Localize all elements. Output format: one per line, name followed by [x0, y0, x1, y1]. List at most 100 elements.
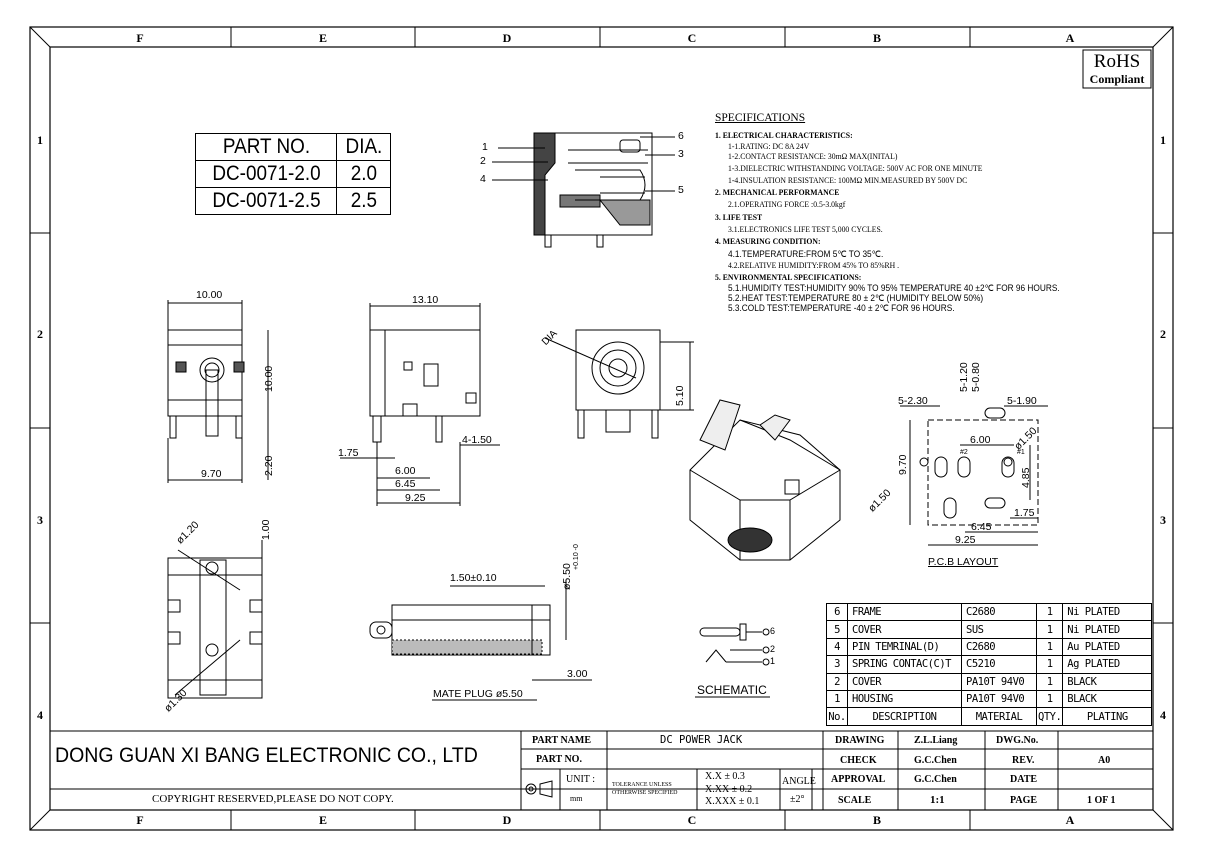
dim-pcb-925: 9.25	[955, 534, 976, 546]
zone-col-bottom-3: D	[502, 813, 512, 827]
dim-side-925: 9.25	[405, 492, 426, 504]
bom-header-desc: DESCRIPTION	[847, 707, 962, 726]
angle-label: ANGLE	[782, 776, 816, 787]
spec-line: 4.1.TEMPERATURE:FROM 5℃ TO 35℃.	[728, 249, 884, 259]
table-row: 6 FRAME C2680 1 Ni PLATED	[826, 602, 1153, 622]
dim-pcb-5-230: 5-2.30	[898, 395, 928, 407]
tolerance-1: X.X ± 0.3	[705, 771, 745, 782]
bom-qty: 1	[1035, 655, 1064, 674]
zone-col-top-1: F	[136, 31, 144, 45]
drawing-label: DRAWING	[835, 735, 885, 746]
bom-plating: BLACK	[1062, 672, 1153, 691]
dim-pcb-970: 9.70	[897, 454, 909, 475]
rev-value: A0	[1098, 755, 1111, 766]
bom-desc: HOUSING	[847, 689, 962, 709]
dim-pcb-5-190: 5-1.90	[1007, 395, 1037, 407]
unit-value: mm	[570, 794, 583, 803]
part-table-cell: DC-0071-2.5	[202, 187, 330, 215]
part-name-value: DC POWER JACK	[660, 734, 743, 746]
callout-6: 6	[678, 130, 684, 142]
bom-qty: 1	[1035, 602, 1064, 622]
bom-no: 4	[826, 637, 848, 657]
spec-line: 5.2.HEAT TEST:TEMPERATURE 80 ± 2℃ (HUMID…	[728, 293, 984, 303]
bom-desc: PIN TEMRINAL(D)	[847, 637, 962, 657]
tolerance-note-2: OTHERWISE SPECIFIED	[612, 790, 678, 796]
mate-plug-label: MATE PLUG ø5.50	[433, 688, 523, 700]
rev-label: REV.	[1012, 755, 1035, 766]
schematic-label: SCHEMATIC	[697, 683, 767, 697]
spec-line: 1-2.CONTACT RESISTANCE: 30mΩ MAX(INITAL)	[728, 152, 898, 161]
callout-5: 5	[678, 184, 684, 196]
bom-plating: Au PLATED	[1062, 637, 1153, 657]
dim-bottom-100: 1.00	[260, 519, 272, 540]
dim-pcb-645: 6.45	[971, 521, 992, 533]
rohs-title: RoHS	[1093, 51, 1141, 72]
angle-value: ±2°	[790, 794, 805, 805]
bom-material: PA10T 94V0	[961, 689, 1037, 709]
bom-material: C2680	[961, 602, 1037, 622]
dim-pcb-5-080: 5-0.80	[970, 362, 982, 392]
bom-qty: 1	[1035, 637, 1064, 657]
zone-row-right-4: 4	[1160, 708, 1166, 722]
schematic-pin-6: 6	[770, 626, 776, 636]
dim-plug-tol: +0.10 -0	[573, 544, 580, 570]
dim-pcb-h1: #1	[1017, 449, 1025, 456]
pcb-layout-label: P.C.B LAYOUT	[928, 556, 999, 568]
spec-line: 2. MECHANICAL PERFORMANCE	[715, 188, 840, 197]
tolerance-2: X.XX ± 0.2	[705, 784, 753, 795]
dwg-no-label: DWG.No.	[996, 735, 1039, 746]
dim-front-height: 10.00	[263, 365, 275, 392]
schematic-pin-2: 2	[770, 644, 776, 654]
zone-col-bottom-6: A	[1065, 813, 1075, 827]
bom-material: C5210	[961, 655, 1037, 674]
bom-header-qty: QTY.	[1035, 707, 1064, 726]
dim-side-175: 1.75	[338, 447, 359, 459]
scale-value: 1:1	[930, 794, 945, 806]
dim-pcb-485: 4.85	[1020, 467, 1032, 488]
spec-line: 1. ELECTRICAL CHARACTERISTICS:	[715, 131, 853, 140]
bom-material: SUS	[961, 620, 1037, 639]
table-row: 4 PIN TEMRINAL(D) C2680 1 Au PLATED	[826, 637, 1153, 657]
part-table-header-partno: PART NO.	[202, 133, 330, 161]
dim-plug-300: 3.00	[567, 668, 588, 680]
bom-desc: COVER	[847, 620, 962, 639]
bom-desc: COVER	[847, 672, 962, 691]
dim-pcb-h2: #2	[960, 449, 968, 456]
check-label: CHECK	[840, 755, 877, 766]
part-table-header-dia: DIA.	[338, 133, 389, 161]
spec-line: 1-3.DIELECTRIC WITHSTANDING VOLTAGE: 500…	[728, 164, 983, 173]
dim-rear-510: 5.10	[674, 385, 686, 406]
tolerance-note-1: TOLERANCE UNLESS	[612, 782, 672, 788]
dim-plug-150: 1.50±0.10	[450, 572, 497, 584]
tolerance-3: X.XXX ± 0.1	[705, 796, 760, 807]
approval-value: G.C.Chen	[914, 774, 957, 785]
check-value: G.C.Chen	[914, 755, 957, 766]
part-number-table: PART NO. DIA. DC-0071-2.0 2.0 DC-0071-2.…	[195, 133, 391, 215]
bom-header-plating: PLATING	[1062, 707, 1153, 726]
bom-qty: 1	[1035, 620, 1064, 639]
dim-plug-550: ø5.50	[561, 563, 573, 590]
date-label: DATE	[1010, 774, 1038, 785]
unit-label: UNIT :	[566, 774, 595, 785]
drawing-value: Z.L.Liang	[914, 735, 958, 746]
page-value: 1 OF 1	[1087, 795, 1116, 806]
bom-desc: SPRING CONTAC(C)T	[847, 655, 962, 674]
spec-line: 3. LIFE TEST	[715, 213, 763, 222]
zone-col-top-4: C	[687, 31, 697, 45]
dim-side-length: 13.10	[412, 294, 439, 306]
part-table-cell: 2.0	[338, 160, 389, 188]
callout-2: 2	[480, 155, 486, 167]
zone-col-top-6: A	[1065, 31, 1075, 45]
zone-row-left-3: 3	[37, 513, 43, 527]
zone-col-bottom-4: C	[687, 813, 697, 827]
bill-of-materials: 6 FRAME C2680 1 Ni PLATED 5 COVER SUS 1 …	[826, 602, 1153, 726]
callout-4: 4	[480, 173, 486, 185]
dim-side-600: 6.00	[395, 465, 416, 477]
dim-pcb-175: 1.75	[1014, 507, 1035, 519]
table-row: 2 COVER PA10T 94V0 1 BLACK	[826, 672, 1153, 691]
bom-plating: Ni PLATED	[1062, 620, 1153, 639]
dim-pcb-600: 6.00	[970, 434, 991, 446]
spec-line: 1-1.RATING: DC 8A 24V	[728, 142, 810, 151]
bom-plating: Ag PLATED	[1062, 655, 1153, 674]
spec-line: 5. ENVIRONMENTAL SPECIFICATIONS:	[715, 273, 862, 282]
